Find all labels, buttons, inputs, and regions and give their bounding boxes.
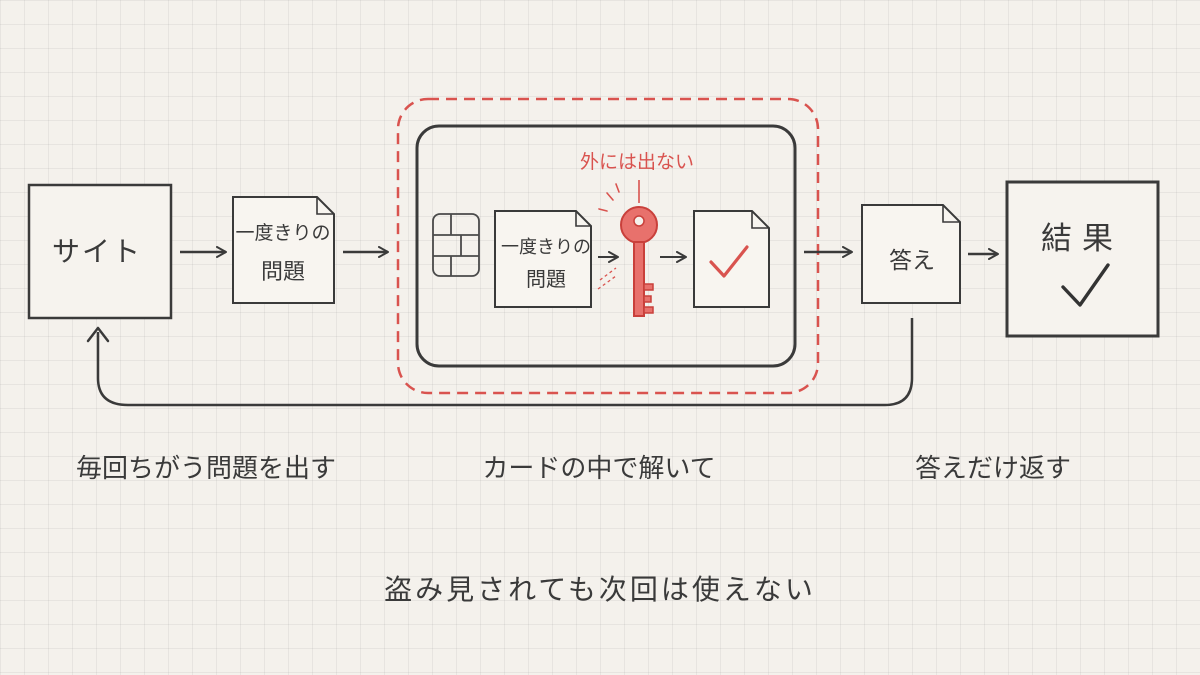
result-box bbox=[1005, 180, 1160, 338]
secure-boundary bbox=[396, 97, 820, 395]
inner-challenge-label-line2: 問題 bbox=[526, 267, 566, 291]
chip-icon bbox=[432, 213, 480, 277]
answer-document bbox=[861, 204, 961, 304]
sparkle-marks bbox=[598, 183, 620, 212]
bottom-note: 盗み見されても次回は使えない bbox=[384, 573, 816, 606]
inner-result-document bbox=[693, 210, 770, 308]
return-loop-arrowhead bbox=[86, 326, 110, 343]
site-label: サイト bbox=[51, 235, 143, 268]
smart-card bbox=[415, 124, 797, 368]
result-label: 結果 bbox=[1041, 221, 1123, 257]
challenge-label-line1: 一度きりの bbox=[235, 222, 331, 244]
inner-challenge-label-line1: 一度きりの bbox=[501, 237, 591, 258]
secret-note: 外には出ない bbox=[579, 151, 695, 173]
document-fold bbox=[316, 197, 334, 215]
document-fold bbox=[751, 211, 769, 229]
checkmark-icon bbox=[709, 245, 749, 278]
document-fold bbox=[942, 205, 960, 223]
motion-marks bbox=[597, 267, 617, 290]
return-loop-arrow bbox=[96, 318, 914, 407]
caption-step1: 毎回ちがう問題を出す bbox=[75, 454, 337, 484]
caption-step3: 答えだけ返す bbox=[914, 454, 1072, 484]
key-icon bbox=[620, 206, 658, 317]
caption-step2: カードの中で解いて bbox=[482, 454, 716, 484]
challenge-label-line2: 問題 bbox=[260, 260, 306, 285]
challenge-document bbox=[232, 196, 335, 304]
result-checkmark-icon bbox=[1061, 263, 1110, 307]
document-fold bbox=[575, 211, 591, 227]
site-box bbox=[27, 183, 173, 320]
inner-challenge-document bbox=[494, 210, 592, 308]
answer-label: 答え bbox=[889, 248, 935, 274]
